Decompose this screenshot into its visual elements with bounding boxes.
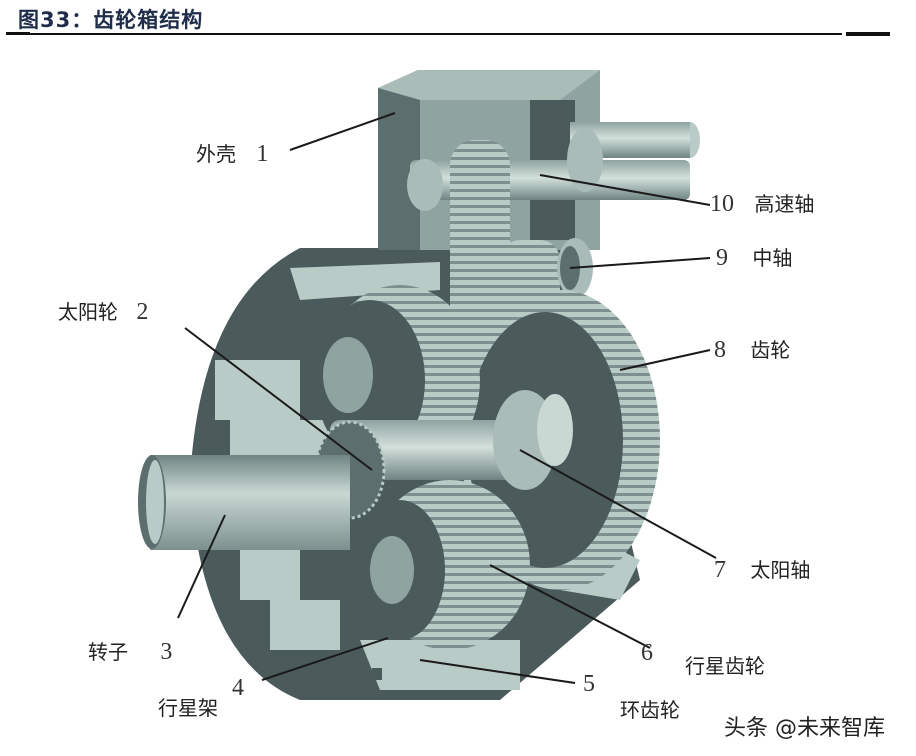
label-sun-gear: 太阳轮 2 (58, 299, 149, 325)
ring-gear-5 (372, 668, 382, 680)
label-sun-shaft: 7 太阳轴 (714, 557, 811, 583)
label-gear: 8 齿轮 (714, 337, 791, 363)
watermark: 头条 @未来智库 (724, 716, 885, 741)
title-underline (6, 33, 842, 35)
label-ring-gear-number: 5 (583, 671, 595, 697)
rotor-shaft-3 (138, 455, 350, 550)
label-housing: 外壳 1 (196, 141, 269, 167)
title-underline-accent-left (6, 32, 30, 35)
label-planet-gear: 行星齿轮 (685, 654, 765, 678)
planet-gear-6 (355, 480, 530, 650)
label-planet-carrier-number: 4 (232, 675, 244, 701)
title-underline-accent-right (846, 32, 890, 36)
label-planet-gear-number: 6 (641, 640, 653, 666)
figure-title: 图33：齿轮箱结构 (18, 8, 204, 32)
label-high-speed-shaft: 10 高速轴 (710, 191, 815, 217)
leader-lines (177, 112, 717, 684)
label-planet-carrier: 行星架 (158, 696, 218, 720)
label-ring-gear: 环齿轮 (620, 698, 680, 722)
label-rotor: 转子 3 (88, 639, 173, 665)
label-intermediate-shaft: 9 中轴 (716, 245, 793, 271)
